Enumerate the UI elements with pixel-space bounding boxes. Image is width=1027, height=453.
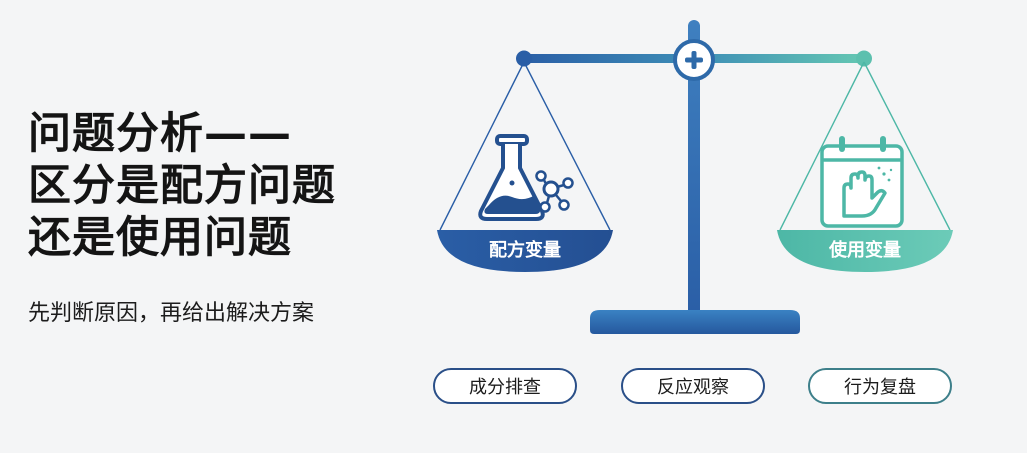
scale-pole bbox=[688, 20, 700, 318]
right-pan-label: 使用变量 bbox=[829, 240, 901, 261]
left-pan-strings bbox=[439, 61, 611, 231]
ingredient-check-button[interactable]: 成分排查 bbox=[433, 368, 577, 404]
left-pan bbox=[437, 230, 613, 272]
beam-left-end bbox=[516, 50, 532, 67]
beam-right-end bbox=[856, 50, 872, 67]
title-line-3: 还是使用问题 bbox=[28, 213, 292, 263]
title-line-1: 问题分析—— bbox=[28, 109, 292, 159]
reaction-observe-button[interactable]: 反应观察 bbox=[621, 368, 765, 404]
right-pan-strings bbox=[779, 61, 951, 231]
page-title: 问题分析—— 区分是配方问题 还是使用问题 bbox=[28, 108, 336, 264]
calendar-hand-icon bbox=[820, 136, 904, 228]
left-pan-label: 配方变量 bbox=[489, 240, 561, 261]
right-pan bbox=[777, 230, 953, 272]
page-subtitle: 先判断原因，再给出解决方案 bbox=[28, 301, 315, 326]
behavior-review-button[interactable]: 行为复盘 bbox=[808, 368, 952, 404]
title-line-2: 区分是配方问题 bbox=[28, 161, 336, 211]
flask-molecule-icon bbox=[478, 134, 574, 221]
plus-icon bbox=[673, 39, 715, 81]
scale-base bbox=[590, 310, 800, 334]
